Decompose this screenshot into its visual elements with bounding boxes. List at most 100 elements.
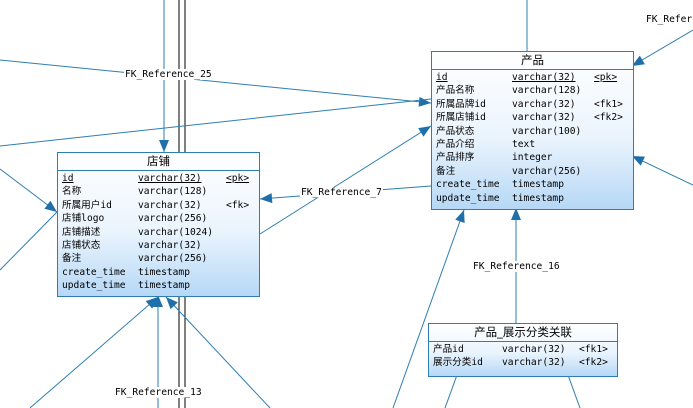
column-name: 产品介绍 <box>436 138 475 150</box>
column-name: 所属品牌id <box>436 98 486 110</box>
column-row[interactable]: 所属品牌id varchar(32) <fk1> <box>436 98 629 111</box>
column-key <box>594 125 629 138</box>
column-row[interactable]: 备注 varchar(256) <box>436 165 629 178</box>
edge-shop-to-product <box>259 125 432 235</box>
column-name: update_time <box>62 280 126 292</box>
fk-reference-partial-label[interactable]: FK_Refer <box>645 14 693 25</box>
column-row[interactable]: update_time timestamp <box>62 279 255 292</box>
column-name: id <box>436 72 448 83</box>
entity-product-columns: id varchar(32) <pk> 产品名称 varchar(128) 所属品牌id v… <box>432 70 633 207</box>
fk-reference-13-label[interactable]: FK_Reference_13 <box>114 387 203 398</box>
column-type: varchar(32) <box>138 173 202 184</box>
column-type: timestamp <box>138 266 190 278</box>
column-name: 店铺描述 <box>62 226 101 238</box>
column-name: update_time <box>436 192 500 204</box>
edge-bottom-to-shop-arrowhead <box>145 297 158 309</box>
column-row[interactable]: 产品排序 integer <box>436 151 629 164</box>
column-type: varchar(32) <box>502 357 566 369</box>
column-row[interactable]: create_time timestamp <box>436 178 629 191</box>
column-row[interactable]: 店铺描述 varchar(1024) <box>62 226 255 239</box>
column-key <box>594 138 629 151</box>
edge-bottom-to-shop <box>29 296 159 408</box>
column-name: 名称 <box>62 186 82 198</box>
column-row[interactable]: id varchar(32) <pk> <box>62 172 255 185</box>
edge-category-down-right <box>567 374 581 408</box>
column-key <box>226 185 255 198</box>
column-row[interactable]: id varchar(32) <pk> <box>436 71 629 84</box>
column-key: <pk> <box>594 72 618 83</box>
column-row[interactable]: 展示分类id varchar(32) <fk2> <box>433 356 613 369</box>
column-key <box>226 226 255 239</box>
column-type: varchar(32) <box>512 98 576 110</box>
column-type: varchar(1024) <box>138 226 214 238</box>
column-key <box>226 239 255 252</box>
column-type: varchar(32) <box>138 239 202 251</box>
column-name: 备注 <box>436 165 456 177</box>
entity-product-category-title: 产品_展示分类关联 <box>429 324 617 342</box>
column-key: <pk> <box>226 173 250 184</box>
column-name: 产品排序 <box>436 152 475 164</box>
column-type: timestamp <box>512 179 564 191</box>
column-type: varchar(32) <box>512 72 576 83</box>
column-key <box>226 212 255 225</box>
column-key <box>594 84 629 97</box>
column-key: <fk1> <box>594 98 623 110</box>
edge-bottom-to-product-arrowhead <box>455 210 465 223</box>
entity-shop-title: 店铺 <box>58 153 259 171</box>
column-type: varchar(100) <box>512 125 582 137</box>
fk-reference-25-label[interactable]: FK_Reference_25 <box>124 69 213 80</box>
entity-product-title: 产品 <box>432 52 633 70</box>
edge-category-down <box>444 374 458 408</box>
edge-category-to-product-fk16-arrowhead <box>511 208 521 220</box>
column-type: varchar(128) <box>512 85 582 97</box>
column-name: id <box>62 173 74 184</box>
column-row[interactable]: 产品介绍 text <box>436 138 629 151</box>
column-row[interactable]: update_time timestamp <box>436 192 629 205</box>
column-type: timestamp <box>138 280 190 292</box>
column-key <box>226 252 255 265</box>
column-key <box>226 266 255 279</box>
column-key <box>226 279 255 292</box>
column-type: text <box>512 138 536 150</box>
fk-reference-16-label[interactable]: FK_Reference_16 <box>472 261 561 272</box>
column-name: 店铺logo <box>62 213 105 225</box>
column-type: varchar(256) <box>138 213 208 225</box>
column-name: 所属店铺id <box>436 112 486 124</box>
fk-reference-7-label[interactable]: FK_Reference_7 <box>300 187 383 198</box>
edge-right-to-product-arrowhead <box>632 156 645 166</box>
edge-bottom-to-product <box>392 209 465 408</box>
column-name: 产品名称 <box>436 85 475 97</box>
column-name: 展示分类id <box>433 357 483 369</box>
column-type: integer <box>512 152 553 164</box>
edge-left-to-shop-fk-arrowhead <box>44 200 57 212</box>
column-key <box>594 165 629 178</box>
column-row[interactable]: 店铺logo varchar(256) <box>62 212 255 225</box>
column-key <box>594 178 629 191</box>
column-type: timestamp <box>512 192 564 204</box>
column-row[interactable]: 产品名称 varchar(128) <box>436 84 629 97</box>
column-key: <fk> <box>226 199 250 211</box>
column-type: varchar(32) <box>138 199 202 211</box>
column-type: varchar(256) <box>512 165 582 177</box>
column-key: <fk2> <box>579 357 608 369</box>
column-key <box>594 151 629 164</box>
column-key: <fk2> <box>594 112 623 124</box>
edge-bottom-right-to-shop-arrowhead <box>166 297 178 310</box>
edge-right-top-to-product-arrowhead <box>632 55 645 66</box>
column-name: 产品id <box>433 344 464 355</box>
column-name: create_time <box>436 179 500 191</box>
